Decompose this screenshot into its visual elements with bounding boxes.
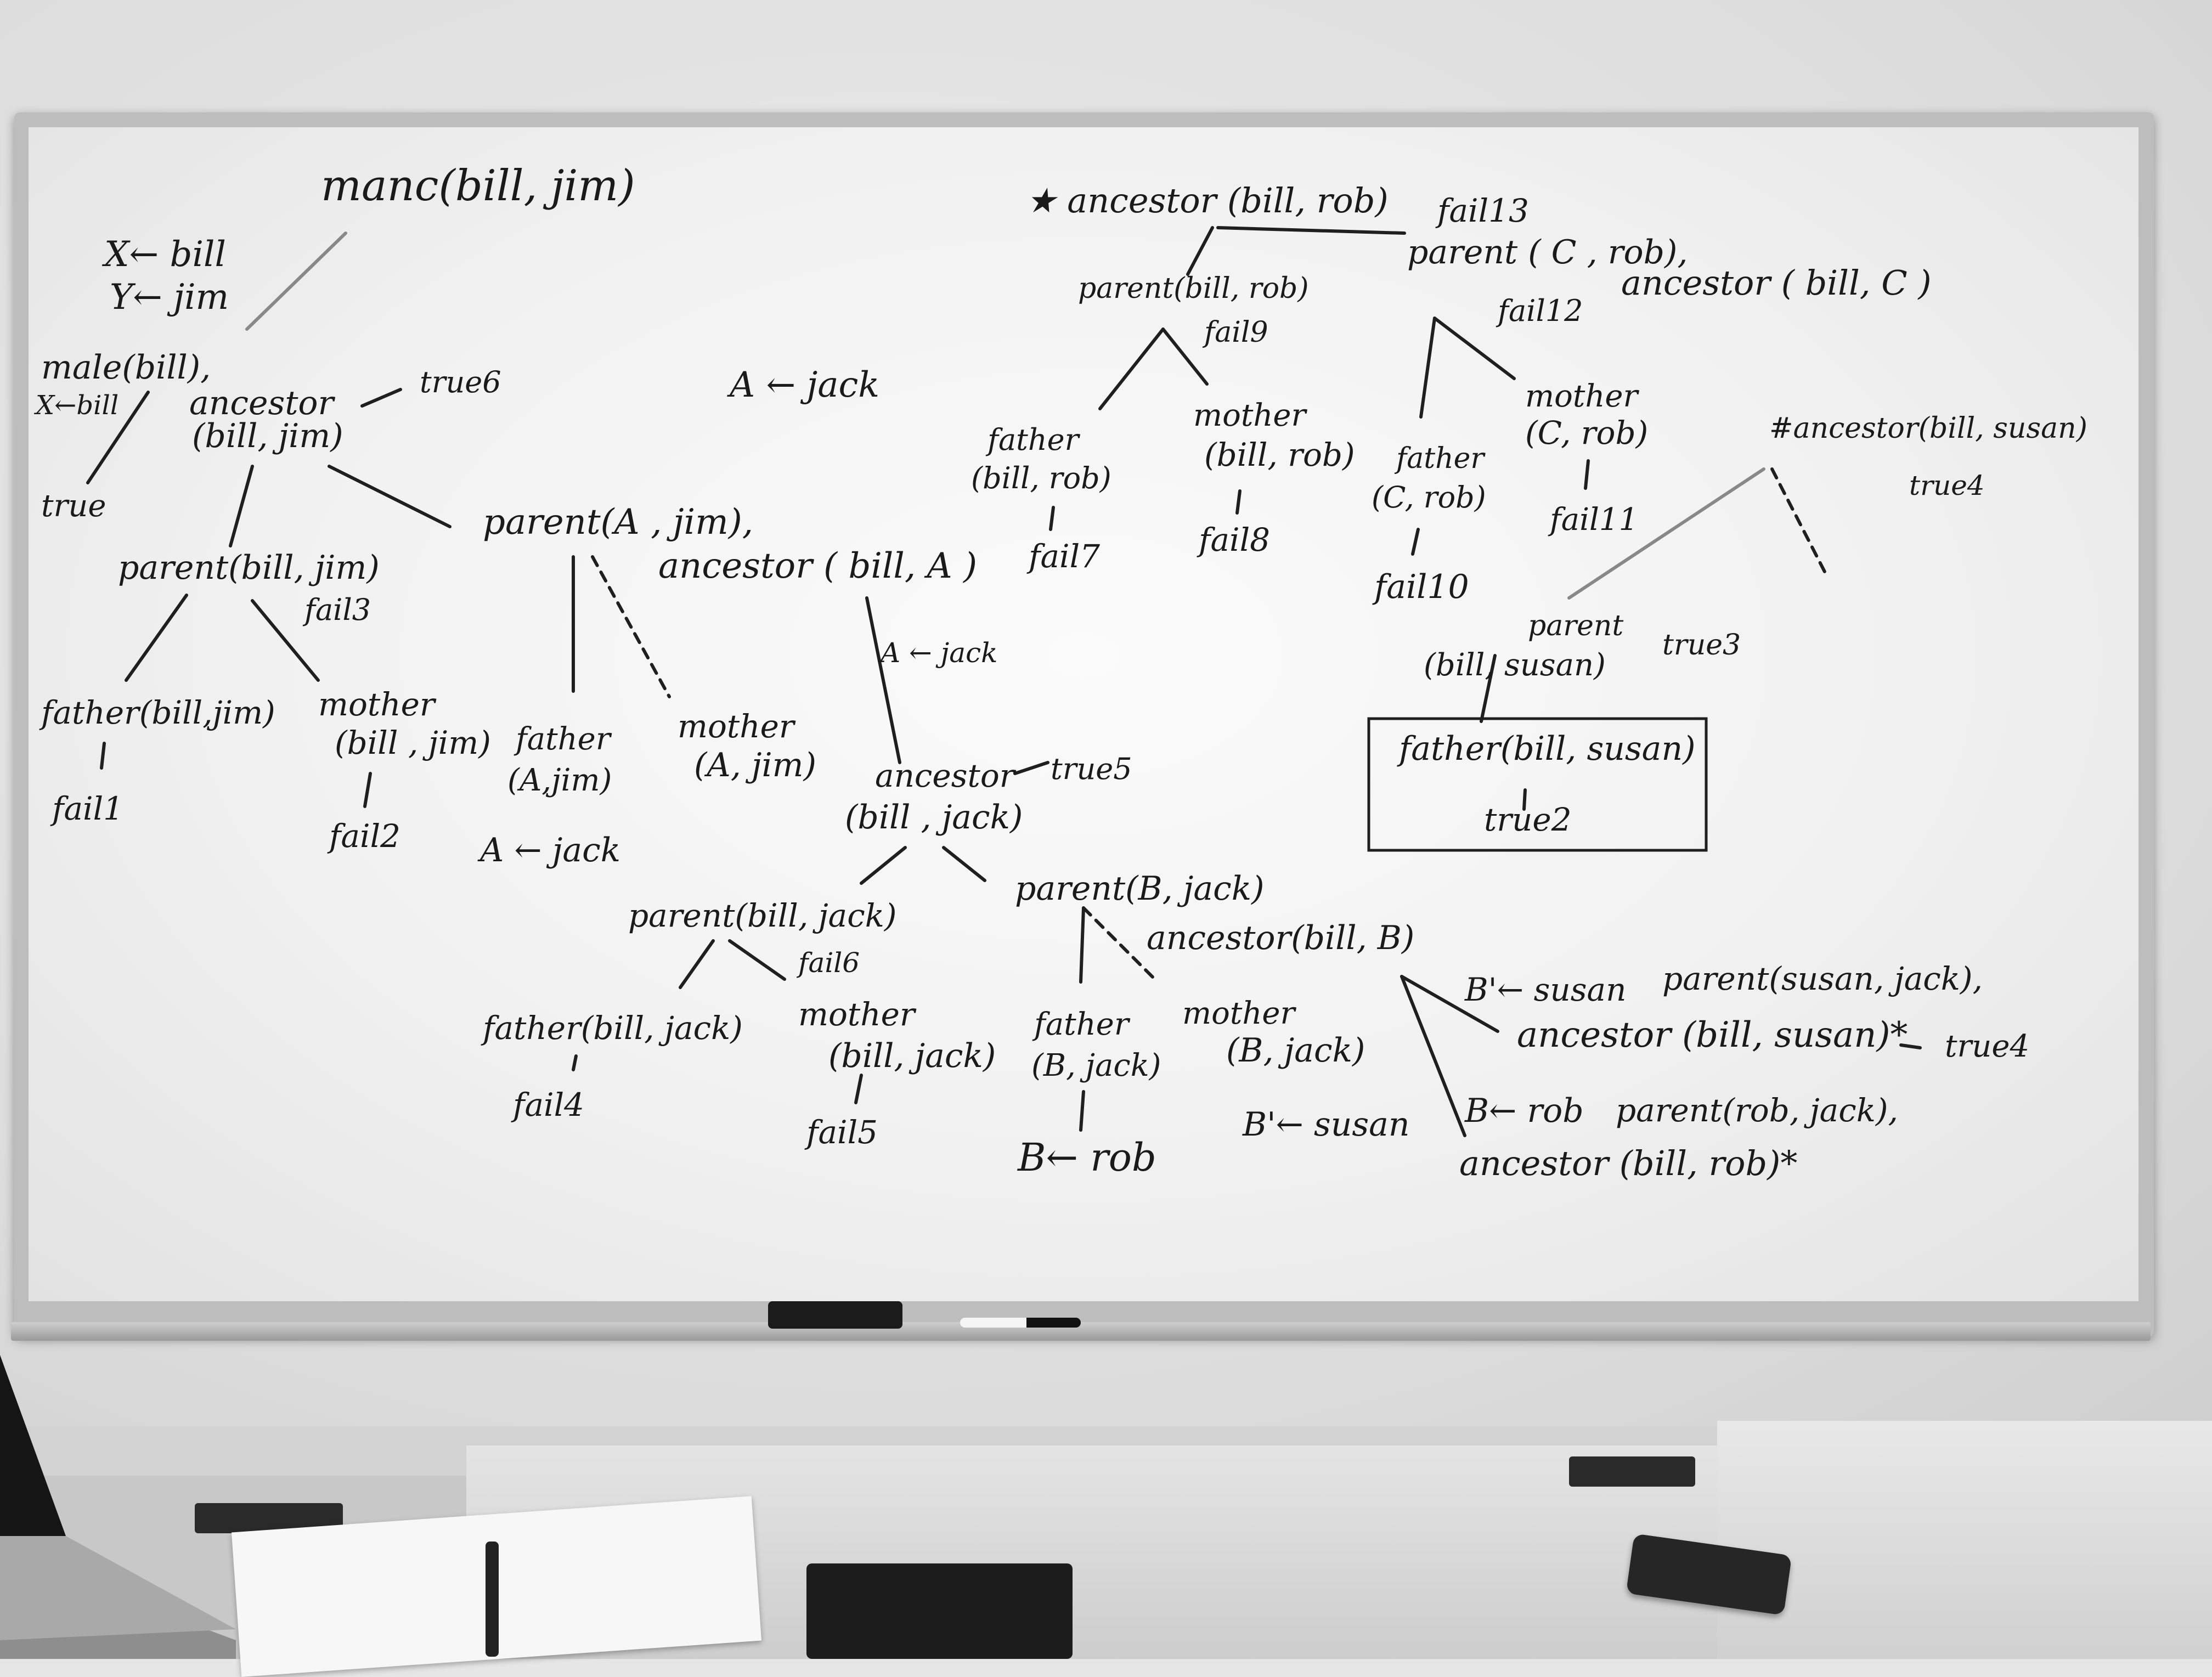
label-parent-b-jack: parent(B, jack)	[1015, 869, 1265, 908]
label-parent-susan-jack: parent(susan, jack),	[1662, 960, 1983, 997]
label-fail11: fail11	[1550, 502, 1639, 538]
marker-tray	[11, 1322, 2151, 1341]
label-b-susan-1: B'← susan	[1465, 971, 1627, 1008]
label-father-b-jack-2: (B, jack)	[1031, 1048, 1161, 1083]
label-fail2: fail2	[329, 817, 401, 855]
label-fail4: fail4	[513, 1086, 585, 1123]
label-parent-bill-jim: parent(bill, jim)	[118, 549, 380, 587]
label-ancestor-bill-susan-star: ancestor (bill, susan)*	[1517, 1015, 1908, 1055]
label-fail12: fail12	[1498, 293, 1583, 328]
pen	[486, 1542, 499, 1657]
laptop	[0, 1355, 236, 1659]
label-father-a-jim-2: (A,jim)	[507, 763, 612, 798]
label-left-root: manc(bill, jim)	[321, 161, 635, 211]
label-ancestor-bill-jack-1: ancestor	[875, 757, 1015, 794]
label-ancestor-bill-jim-1: ancestor	[189, 384, 334, 422]
label-male-bill: male(bill),	[41, 348, 211, 387]
label-ancestor-bill-c: ancestor ( bill, C )	[1621, 263, 1932, 303]
label-father-a-jim-1: father	[516, 721, 611, 757]
desk-right	[1717, 1421, 2212, 1659]
label-father-b-jack-1: father	[1034, 1007, 1129, 1042]
label-ancestor-bill-a: ancestor ( bill, A )	[658, 546, 978, 586]
label-ancestor-bill-jack-2: (bill , jack)	[845, 798, 1023, 837]
label-mother-bill-rob-1: mother	[1193, 398, 1306, 433]
label-mother-b-jack-1: mother	[1182, 996, 1295, 1031]
label-father-bill-susan: father(bill, susan)	[1399, 730, 1696, 768]
label-a-jack-low: A ← jack	[480, 831, 621, 869]
label-hash-ancestor: #ancestor(bill, susan)	[1769, 412, 2087, 445]
label-ancestor-bill-rob-star: ancestor (bill, rob)*	[1459, 1143, 1798, 1183]
label-parent-a-jim: parent(A , jim),	[483, 502, 754, 543]
label-ancestor-bill-b: ancestor(bill, B)	[1147, 919, 1415, 957]
label-mother-c-rob-2: (C, rob)	[1525, 414, 1649, 451]
label-true-left: true	[41, 488, 106, 524]
label-father-bill-rob-1: father	[988, 422, 1079, 457]
label-mother-bill-jack-1: mother	[798, 996, 915, 1033]
label-fail1: fail1	[52, 790, 124, 827]
label-x-bind: X← bill	[104, 234, 226, 275]
label-mother-bill-jack-2: (bill, jack)	[828, 1037, 996, 1075]
label-parent-c-rob: parent ( C , rob),	[1407, 233, 1688, 272]
label-mother-bill-jim-2: (bill , jim)	[335, 724, 491, 761]
label-top-root: ★ ancestor (bill, rob)	[1026, 180, 1389, 221]
label-true6: true6	[420, 365, 501, 399]
label-parent-bill-jack: parent(bill, jack)	[628, 897, 897, 934]
label-fail8: fail8	[1199, 521, 1271, 558]
label-fail6: fail6	[798, 947, 860, 979]
label-father-c-rob-2: (C, rob)	[1372, 480, 1486, 515]
label-mother-bill-rob-2: (bill, rob)	[1204, 436, 1355, 473]
label-b-susan-2: B'← susan	[1243, 1105, 1410, 1144]
label-fail3: fail3	[304, 592, 371, 627]
label-a-jack-top: A ← jack	[730, 365, 880, 405]
label-fail10: fail10	[1374, 568, 1469, 606]
label-fail9: fail9	[1204, 316, 1268, 349]
label-fail13: fail13	[1437, 192, 1529, 229]
label-parent-bill-susan-2: (bill, susan)	[1424, 647, 1606, 683]
label-b-rob-2: B← rob	[1465, 1092, 1584, 1130]
phone	[806, 1563, 1073, 1659]
label-father-bill-rob-2: (bill, rob)	[971, 461, 1111, 495]
label-father-c-rob-1: father	[1396, 442, 1485, 475]
label-a-jack-arrow: A ← jack	[881, 637, 998, 669]
label-mother-b-jack-2: (B, jack)	[1226, 1031, 1365, 1070]
tray-marker	[960, 1318, 1081, 1328]
label-mother-a-jim-1: mother	[678, 708, 794, 745]
label-parent-bill-susan-1: parent	[1528, 609, 1624, 642]
label-true4-low: true4	[1945, 1029, 2030, 1064]
label-mother-bill-jim-1: mother	[318, 686, 435, 723]
label-ancestor-bill-jim-2: (bill, jim)	[192, 417, 343, 455]
label-mother-a-jim-2: (A, jim)	[694, 746, 816, 784]
label-mother-c-rob-1: mother	[1525, 379, 1638, 414]
label-true2: true2	[1484, 801, 1572, 838]
label-father-bill-jack: father(bill, jack)	[483, 1009, 743, 1047]
label-b-rob: B← rob	[1018, 1135, 1156, 1180]
label-parent-bill-rob: parent(bill, rob)	[1078, 272, 1309, 305]
label-true4-top: true4	[1909, 470, 1985, 501]
label-x-bill: X←bill	[36, 390, 119, 421]
label-fail5: fail5	[806, 1114, 878, 1151]
floor-outlet-right	[1569, 1456, 1695, 1487]
label-true5: true5	[1051, 752, 1132, 786]
label-y-bind: Y← jim	[110, 277, 229, 318]
label-true3: true3	[1662, 629, 1741, 662]
label-fail7: fail7	[1029, 538, 1101, 575]
tray-eraser	[768, 1301, 902, 1329]
label-father-bill-jim: father(bill,jim)	[41, 694, 275, 731]
label-parent-rob-jack: parent(rob, jack),	[1616, 1092, 1898, 1129]
